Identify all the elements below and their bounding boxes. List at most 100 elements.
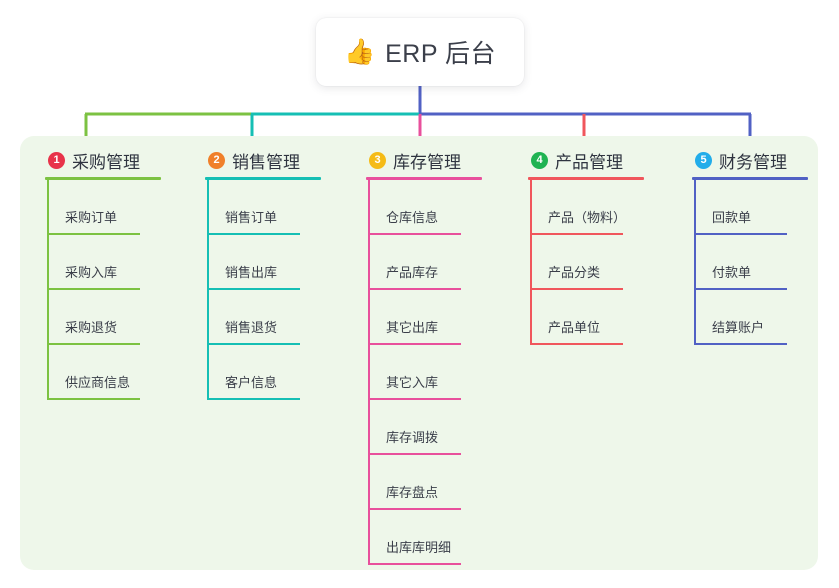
branch-badge-3: 3 <box>369 151 386 169</box>
branch-header-1[interactable]: 1 采购管理 <box>45 148 200 172</box>
leaf-item[interactable]: 库存调拨 <box>366 400 521 455</box>
branch-trunk-5 <box>694 180 696 345</box>
leaf-item-label: 出库库明细 <box>386 540 452 555</box>
thumbs-up-icon: 👍 <box>343 37 376 66</box>
leaf-item[interactable]: 结算账户 <box>692 290 839 345</box>
leaf-item-label: 其它出库 <box>386 320 439 335</box>
leaf-item[interactable]: 销售订单 <box>205 180 360 235</box>
leaf-item-underline <box>694 288 787 290</box>
leaf-item[interactable]: 采购入库 <box>45 235 200 290</box>
leaf-item-underline <box>368 343 461 345</box>
leaf-item-underline <box>368 508 461 510</box>
branch-header-2[interactable]: 2 销售管理 <box>205 148 360 172</box>
leaf-item-label: 采购订单 <box>65 210 118 225</box>
leaf-item-label: 供应商信息 <box>65 375 131 390</box>
branch-trunk-1 <box>47 180 49 400</box>
leaf-item-underline <box>47 288 140 290</box>
leaf-item[interactable]: 产品分类 <box>528 235 683 290</box>
branch-badge-1: 1 <box>48 151 65 169</box>
leaf-item-underline <box>368 563 461 565</box>
leaf-item-underline <box>694 233 787 235</box>
leaf-item-label: 销售订单 <box>225 210 278 225</box>
branch-underline-1 <box>45 177 161 180</box>
leaf-item-label: 库存调拨 <box>386 430 439 445</box>
branch-header-4[interactable]: 4 产品管理 <box>528 148 683 172</box>
leaf-item-label: 销售退货 <box>225 320 278 335</box>
leaf-item-underline <box>368 453 461 455</box>
branch-items-3: 仓库信息产品库存其它出库其它入库库存调拨库存盘点出库库明细 <box>366 180 521 565</box>
diagram-panel <box>20 136 818 570</box>
leaf-item[interactable]: 产品库存 <box>366 235 521 290</box>
leaf-item-underline <box>694 343 787 345</box>
branch-title-5: 财务管理 <box>719 152 787 172</box>
leaf-item-label: 销售出库 <box>225 265 278 280</box>
leaf-item-underline <box>207 288 300 290</box>
leaf-item-label: 采购入库 <box>65 265 118 280</box>
leaf-item[interactable]: 付款单 <box>692 235 839 290</box>
leaf-item-label: 采购退货 <box>65 320 118 335</box>
leaf-item-underline <box>368 398 461 400</box>
leaf-item[interactable]: 其它出库 <box>366 290 521 345</box>
leaf-item-underline <box>530 288 623 290</box>
branch-underline-4 <box>528 177 644 180</box>
leaf-item[interactable]: 采购订单 <box>45 180 200 235</box>
leaf-item-underline <box>368 288 461 290</box>
branch-header-5[interactable]: 5 财务管理 <box>692 148 839 172</box>
branch-column-5: 5 财务管理回款单付款单结算账户 <box>692 148 839 345</box>
branch-trunk-4 <box>530 180 532 345</box>
branch-column-2: 2 销售管理销售订单销售出库销售退货客户信息 <box>205 148 360 400</box>
branch-trunk-2 <box>207 180 209 400</box>
leaf-item[interactable]: 库存盘点 <box>366 455 521 510</box>
leaf-item[interactable]: 回款单 <box>692 180 839 235</box>
branch-title-2: 销售管理 <box>232 152 300 172</box>
branch-title-4: 产品管理 <box>555 152 623 172</box>
root-node-card[interactable]: 👍 ERP 后台 <box>316 18 524 86</box>
leaf-item-label: 产品分类 <box>548 265 601 280</box>
branch-underline-2 <box>205 177 321 180</box>
branch-title-3: 库存管理 <box>393 152 461 172</box>
branch-items-1: 采购订单采购入库采购退货供应商信息 <box>45 180 200 400</box>
leaf-item[interactable]: 销售退货 <box>205 290 360 345</box>
leaf-item-label: 客户信息 <box>225 375 278 390</box>
branch-header-3[interactable]: 3 库存管理 <box>366 148 521 172</box>
branch-underline-3 <box>366 177 482 180</box>
branch-trunk-3 <box>368 180 370 565</box>
leaf-item[interactable]: 出库库明细 <box>366 510 521 565</box>
leaf-item-underline <box>47 233 140 235</box>
branch-title-1: 采购管理 <box>72 152 140 172</box>
branch-items-4: 产品（物料） 产品分类产品单位 <box>528 180 683 345</box>
leaf-item[interactable]: 销售出库 <box>205 235 360 290</box>
branch-items-2: 销售订单销售出库销售退货客户信息 <box>205 180 360 400</box>
leaf-item-underline <box>368 233 461 235</box>
leaf-item-underline <box>207 398 300 400</box>
branch-column-4: 4 产品管理产品（物料） 产品分类产品单位 <box>528 148 683 345</box>
leaf-item-label: 回款单 <box>712 210 752 225</box>
leaf-item-underline <box>47 343 140 345</box>
branch-items-5: 回款单付款单结算账户 <box>692 180 839 345</box>
leaf-item-label: 其它入库 <box>386 375 439 390</box>
branch-badge-2: 2 <box>208 151 225 169</box>
leaf-item-label: 库存盘点 <box>386 485 439 500</box>
leaf-item[interactable]: 产品单位 <box>528 290 683 345</box>
leaf-item[interactable]: 供应商信息 <box>45 345 200 400</box>
branch-badge-5: 5 <box>695 151 712 169</box>
branch-column-3: 3 库存管理仓库信息产品库存其它出库其它入库库存调拨库存盘点出库库明细 <box>366 148 521 565</box>
leaf-item-underline <box>47 398 140 400</box>
leaf-item-underline <box>207 343 300 345</box>
root-node-title: ERP 后台 <box>385 40 497 68</box>
leaf-item[interactable]: 其它入库 <box>366 345 521 400</box>
leaf-item-label: 产品（物料） <box>548 210 627 225</box>
leaf-item-label: 产品单位 <box>548 320 601 335</box>
leaf-item[interactable]: 产品（物料） <box>528 180 683 235</box>
branch-underline-5 <box>692 177 808 180</box>
leaf-item-label: 产品库存 <box>386 265 439 280</box>
leaf-item-label: 仓库信息 <box>386 210 439 225</box>
branch-column-1: 1 采购管理采购订单采购入库采购退货供应商信息 <box>45 148 200 400</box>
leaf-item[interactable]: 采购退货 <box>45 290 200 345</box>
leaf-item-underline <box>530 233 623 235</box>
leaf-item[interactable]: 仓库信息 <box>366 180 521 235</box>
leaf-item-underline <box>530 343 623 345</box>
leaf-item[interactable]: 客户信息 <box>205 345 360 400</box>
branch-badge-4: 4 <box>531 151 548 169</box>
leaf-item-label: 付款单 <box>712 265 752 280</box>
